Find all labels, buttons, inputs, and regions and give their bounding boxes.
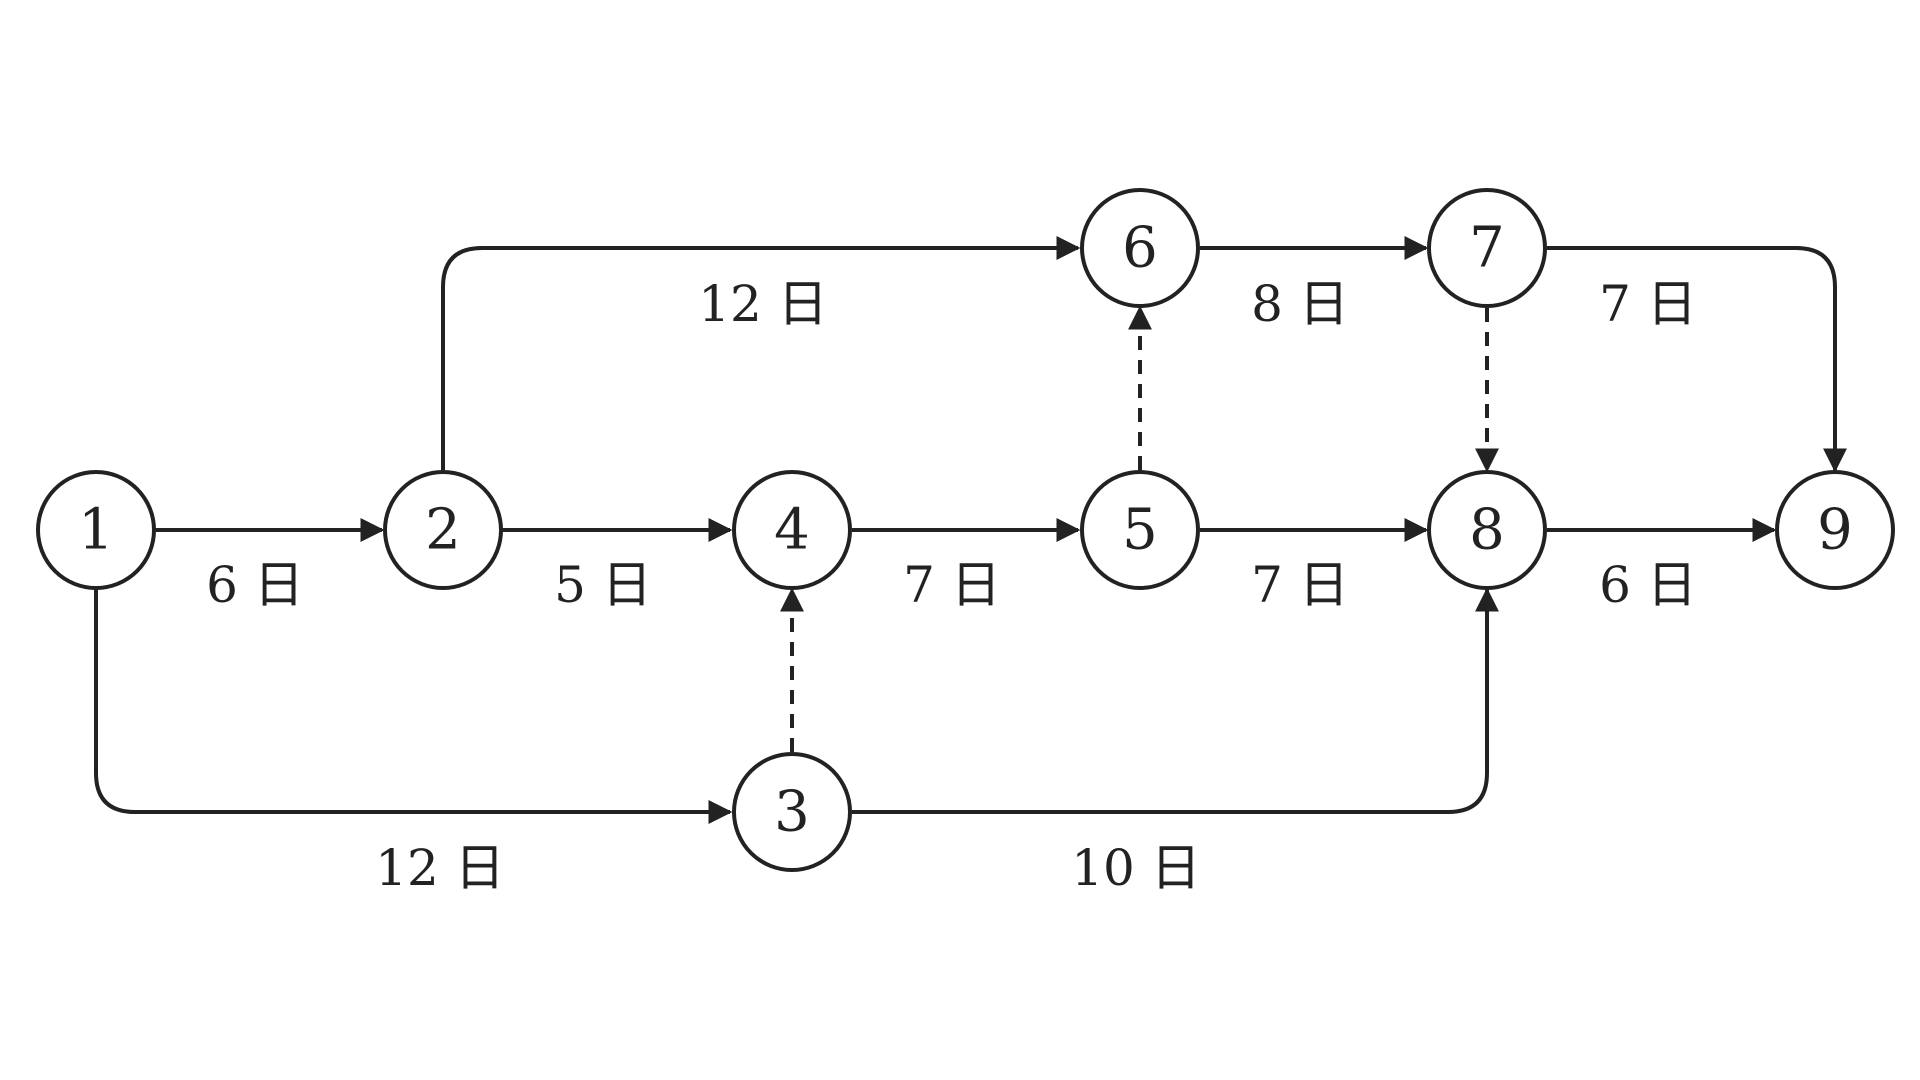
edges xyxy=(94,236,1847,824)
edge-label-7-9: 7 日 xyxy=(1599,275,1697,333)
node-2-label: 2 xyxy=(425,498,461,563)
node-5-circle xyxy=(1080,470,1200,590)
node-4-circle xyxy=(732,470,852,590)
edge-label-5-8: 7 日 xyxy=(1251,556,1349,614)
node-7-label: 7 xyxy=(1469,216,1505,281)
node-1-circle xyxy=(36,470,156,590)
node-7: 7 xyxy=(1427,188,1547,308)
edge-label-1-2: 6 日 xyxy=(206,556,304,614)
node-6-label: 6 xyxy=(1122,216,1158,281)
edge-label-1-3: 12 日 xyxy=(375,839,505,897)
edge-label-6-7: 8 日 xyxy=(1251,275,1349,333)
node-9-circle xyxy=(1775,470,1895,590)
edge-1-3 xyxy=(94,588,733,824)
node-4-label: 4 xyxy=(774,498,810,563)
node-1: 1 xyxy=(36,470,156,590)
edge-label-2-6: 12 日 xyxy=(698,275,828,333)
edge-label-8-9: 6 日 xyxy=(1599,556,1697,614)
node-1-label: 1 xyxy=(78,498,114,563)
node-8: 8 xyxy=(1427,470,1547,590)
node-5-label: 5 xyxy=(1122,498,1158,563)
node-9-label: 9 xyxy=(1817,498,1853,563)
node-5: 5 xyxy=(1080,470,1200,590)
edge-labels: 6 日 12 日 5 日 12 日 10 日 7 日 7 日 8 日 7 日 6… xyxy=(206,275,1697,897)
edge-label-3-8: 10 日 xyxy=(1071,839,1201,897)
node-8-circle xyxy=(1427,470,1547,590)
edge-label-4-5: 7 日 xyxy=(903,556,1001,614)
edge-7-9 xyxy=(1547,246,1847,473)
node-7-circle xyxy=(1427,188,1547,308)
node-3: 3 xyxy=(732,752,852,872)
node-2: 2 xyxy=(383,470,503,590)
node-6-circle xyxy=(1080,188,1200,308)
nodes: 1 2 3 4 5 6 7 8 xyxy=(36,188,1895,872)
node-9: 9 xyxy=(1775,470,1895,590)
edge-label-2-4: 5 日 xyxy=(554,556,652,614)
node-3-circle xyxy=(732,752,852,872)
node-3-label: 3 xyxy=(774,780,810,845)
node-2-circle xyxy=(383,470,503,590)
node-4: 4 xyxy=(732,470,852,590)
edge-2-6 xyxy=(441,236,1081,470)
node-8-label: 8 xyxy=(1469,498,1505,563)
edge-3-8 xyxy=(852,587,1499,814)
node-6: 6 xyxy=(1080,188,1200,308)
